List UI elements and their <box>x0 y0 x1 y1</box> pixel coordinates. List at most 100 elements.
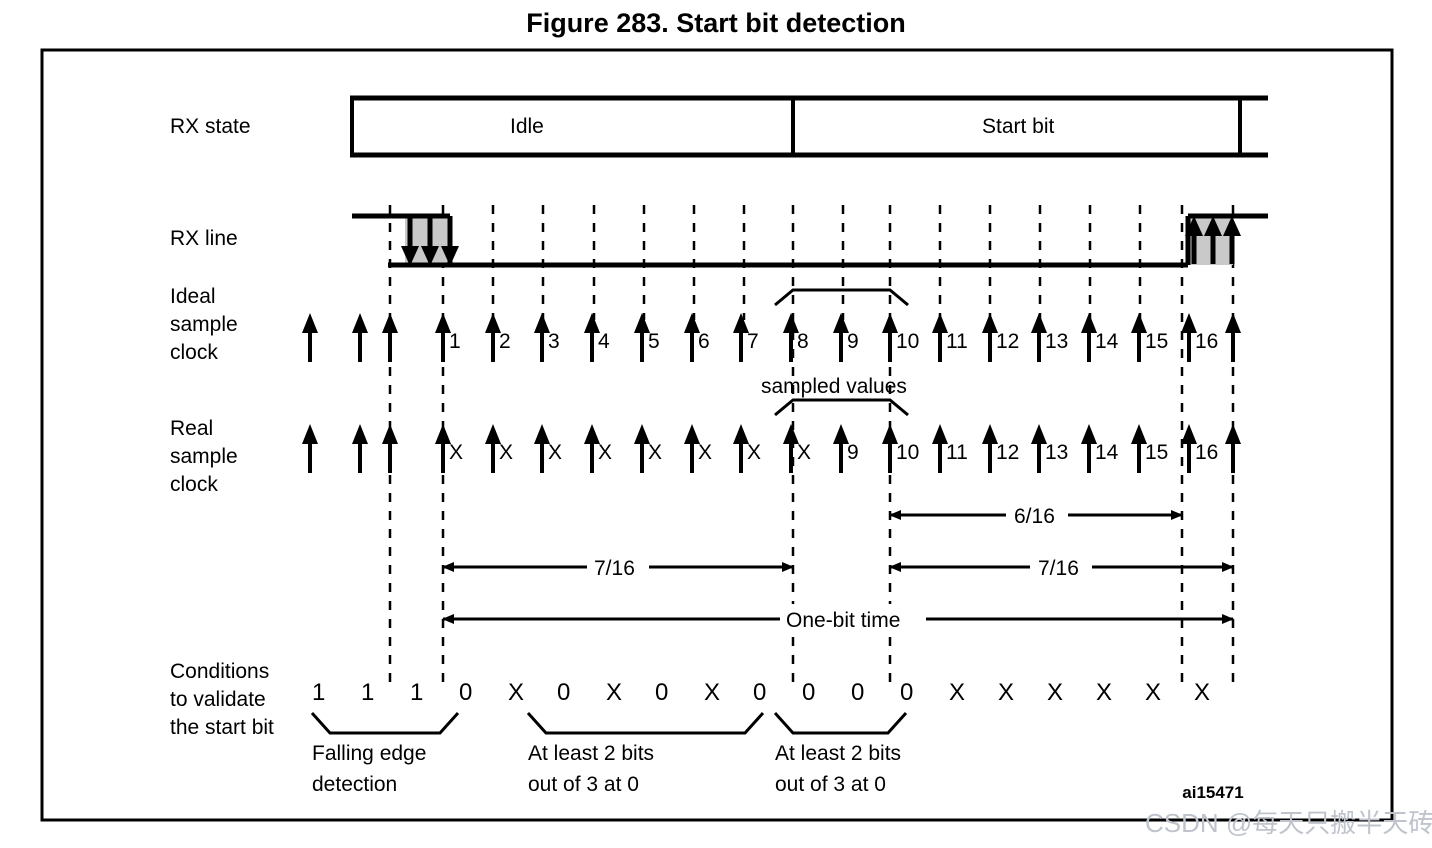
real-clock-label-8: 9 <box>847 441 859 464</box>
ideal-clock-number-10: 10 <box>896 330 919 353</box>
condition-symbol-4: X <box>508 679 524 706</box>
falling-edge-arrows <box>401 218 459 266</box>
brace-label-falling-edge-line-2: detection <box>312 773 397 796</box>
real-clock-label-15: 16 <box>1195 441 1218 464</box>
real-clock-label-0: X <box>449 441 463 464</box>
conditions-label-line-1: Conditions <box>170 660 269 683</box>
figure-title: Figure 283. Start bit detection <box>526 8 906 38</box>
measurement-7-16-left-label: 7/16 <box>594 557 635 580</box>
condition-symbol-8: X <box>704 679 720 706</box>
sampled-values-brace-top <box>774 288 909 307</box>
brace-label-2bits-second-line-2: out of 3 at 0 <box>775 773 886 796</box>
clock-arrow <box>1181 313 1197 362</box>
rx-state-segment-idle: Idle <box>510 115 544 138</box>
ideal-clock-number-6: 6 <box>698 330 710 353</box>
clock-arrow <box>932 313 948 362</box>
real-clock-label-line-3: clock <box>170 473 218 496</box>
clock-arrow <box>684 424 700 473</box>
clock-arrow <box>584 313 600 362</box>
sampled-values-brace-bottom <box>774 398 909 417</box>
condition-symbol-0: 1 <box>312 679 325 706</box>
real-clock-label-2: X <box>548 441 562 464</box>
real-clock-label-line-1: Real <box>170 417 213 440</box>
clock-arrow <box>932 424 948 473</box>
clock-arrow <box>982 424 998 473</box>
measurement-7-16-left: 7/16 <box>442 552 794 580</box>
brace-at-least-2-bits-first <box>526 711 765 735</box>
real-clock-label-line-2: sample <box>170 445 238 468</box>
clock-arrow <box>352 424 368 473</box>
rx-state-bar <box>350 95 1268 158</box>
clock-arrow <box>302 313 318 362</box>
condition-symbol-16: X <box>1096 679 1112 706</box>
ideal-clock-number-7: 7 <box>747 330 759 353</box>
condition-symbol-3: 0 <box>459 679 472 706</box>
clock-arrow <box>882 424 898 473</box>
brace-at-least-2-bits-second <box>773 711 908 735</box>
ideal-clock-label-line-1: Ideal <box>170 285 216 308</box>
clock-arrow <box>435 313 451 362</box>
clock-arrow <box>733 424 749 473</box>
ideal-clock-number-8: 8 <box>797 330 809 353</box>
watermark: CSDN @每天只搬半天砖 <box>1145 808 1432 838</box>
ideal-clock-number-12: 12 <box>996 330 1019 353</box>
figure-id-code: ai15471 <box>1182 783 1243 802</box>
ideal-clock-number-11: 11 <box>946 330 968 353</box>
figure-border <box>40 48 1394 822</box>
clock-arrow <box>684 313 700 362</box>
ideal-clock-number-15: 15 <box>1145 330 1168 353</box>
clock-arrow <box>302 424 318 473</box>
measurement-7-16-right-label: 7/16 <box>1038 557 1079 580</box>
clock-arrow <box>833 313 849 362</box>
real-clock-label-7: X <box>797 441 811 464</box>
condition-symbol-14: X <box>998 679 1014 706</box>
ideal-clock-number-14: 14 <box>1095 330 1119 353</box>
clock-arrow <box>534 313 550 362</box>
conditions-label-line-2: to validate <box>170 688 266 711</box>
condition-symbol-12: 0 <box>900 679 913 706</box>
condition-symbol-17: X <box>1145 679 1161 706</box>
condition-symbol-5: 0 <box>557 679 570 706</box>
brace-label-2bits-first-line-2: out of 3 at 0 <box>528 773 639 796</box>
condition-symbol-1: 1 <box>361 679 374 706</box>
condition-symbol-18: X <box>1194 679 1210 706</box>
rising-edge-arrows <box>1185 216 1241 264</box>
condition-symbol-11: 0 <box>851 679 864 706</box>
sampled-values-label: sampled values <box>761 375 907 398</box>
brace-label-2bits-second-line-1: At least 2 bits <box>775 742 901 765</box>
brace-label-falling-edge-line-1: Falling edge <box>312 742 426 765</box>
real-clock-label-1: X <box>499 441 513 464</box>
condition-symbol-2: 1 <box>410 679 423 706</box>
clock-arrow <box>982 313 998 362</box>
clock-arrow <box>352 313 368 362</box>
ideal-clock-number-13: 13 <box>1045 330 1068 353</box>
real-clock-label-6: X <box>747 441 761 464</box>
clock-arrow <box>833 424 849 473</box>
condition-symbol-13: X <box>949 679 965 706</box>
real-clock-label-9: 10 <box>896 441 919 464</box>
ideal-clock-number-1: 1 <box>449 330 461 353</box>
measurement-7-16-right: 7/16 <box>889 552 1234 580</box>
ideal-clock-label-line-3: clock <box>170 341 218 364</box>
measurement-6-16: 6/16 <box>889 500 1183 528</box>
rx-state-segment-start-bit: Start bit <box>982 115 1055 138</box>
real-clock-label-12: 13 <box>1045 441 1068 464</box>
clock-arrow <box>382 313 398 362</box>
ideal-clock-number-2: 2 <box>499 330 511 353</box>
brace-label-2bits-first-line-1: At least 2 bits <box>528 742 654 765</box>
clock-arrow <box>485 424 501 473</box>
conditions-label-line-3: the start bit <box>170 716 274 739</box>
condition-symbol-9: 0 <box>753 679 766 706</box>
clock-arrow <box>1081 424 1097 473</box>
ideal-sample-clock-arrows <box>302 313 1241 362</box>
real-clock-label-3: X <box>598 441 612 464</box>
measurement-6-16-label: 6/16 <box>1014 505 1055 528</box>
condition-symbol-7: 0 <box>655 679 668 706</box>
clock-arrow <box>1131 424 1147 473</box>
clock-arrow <box>1081 313 1097 362</box>
clock-arrow <box>1031 424 1047 473</box>
